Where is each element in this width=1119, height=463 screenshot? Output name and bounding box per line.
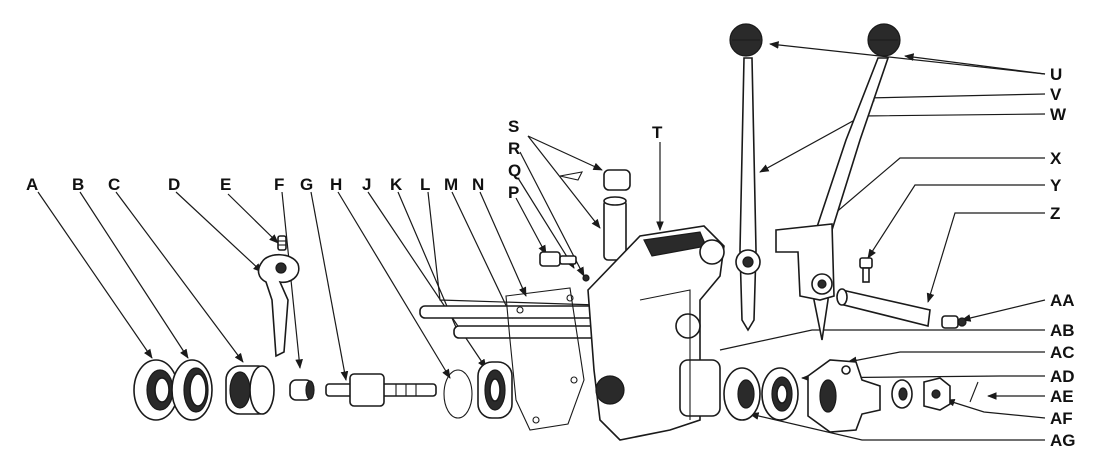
part-ag-bearing-retainer — [723, 367, 761, 421]
label-y: Y — [1050, 176, 1062, 195]
leader-AA — [961, 299, 1046, 322]
label-s: S — [508, 117, 520, 136]
leader-U1 — [769, 41, 1046, 75]
part-aa-lube-fitting — [941, 315, 967, 329]
label-v: V — [1050, 85, 1062, 104]
label-d: D — [168, 175, 181, 194]
leader-D — [175, 191, 263, 273]
label-f: F — [274, 175, 285, 194]
part-j-ball-bearing — [477, 361, 513, 419]
part-u-shift-knob-right — [867, 23, 901, 57]
label-m: M — [444, 175, 459, 194]
label-e: E — [220, 175, 232, 194]
part-c-sleeve-gear — [225, 365, 275, 415]
part-x-lever-bracket — [775, 223, 835, 301]
part-h-snap-ring — [443, 369, 473, 419]
label-p: P — [508, 183, 520, 202]
leader-AC — [847, 351, 1045, 365]
part-u-shift-knob-left — [729, 23, 763, 57]
part-v-shift-lever-right — [813, 57, 890, 341]
label-g: G — [300, 175, 314, 194]
leader-AF — [945, 398, 1046, 419]
label-af: AF — [1050, 409, 1073, 428]
leader-B — [79, 191, 189, 359]
leader-AD — [801, 374, 1045, 382]
part-ac-bearing — [761, 367, 799, 421]
label-b: B — [72, 175, 85, 194]
label-j: J — [362, 175, 372, 194]
label-x: X — [1050, 149, 1062, 168]
label-ag: AG — [1050, 431, 1076, 450]
leader-M — [451, 191, 513, 319]
leader-Q — [517, 177, 575, 269]
leader-AB — [719, 329, 1045, 351]
leader-J — [367, 191, 487, 369]
leader-E — [227, 193, 279, 244]
label-t: T — [652, 123, 663, 142]
label-u: U — [1050, 65, 1063, 84]
leader-W — [759, 113, 1046, 173]
leader-X — [819, 157, 1045, 227]
part-f-bushing — [289, 379, 315, 401]
leader-C — [115, 191, 244, 363]
leader-Y — [867, 184, 1045, 259]
label-ab: AB — [1050, 321, 1075, 340]
label-ac: AC — [1050, 343, 1075, 362]
part-n-gasket — [505, 287, 585, 431]
leader-H — [337, 191, 451, 379]
part-cotter-pin — [969, 381, 979, 403]
label-aa: AA — [1050, 291, 1075, 310]
part-d-shift-fork — [257, 253, 300, 358]
label-k: K — [390, 175, 403, 194]
leader-AG — [749, 412, 1045, 441]
leader-A — [37, 191, 153, 359]
label-c: C — [108, 175, 121, 194]
part-b-bearing-cup — [171, 359, 213, 421]
leader-V — [865, 93, 1046, 102]
part-ad-companion-flange — [807, 359, 881, 433]
part-z-pivot-pin — [836, 288, 931, 327]
leader-N — [479, 191, 527, 297]
label-a: A — [26, 175, 39, 194]
leader-S2 — [527, 135, 601, 229]
label-h: H — [330, 175, 343, 194]
label-l: L — [420, 175, 431, 194]
leader-S1 — [527, 135, 603, 171]
part-e-set-screw — [277, 235, 287, 251]
part-g-main-shaft — [325, 373, 437, 407]
label-r: R — [508, 139, 521, 158]
leader-U2 — [904, 53, 1046, 75]
part-w-shift-lever-left — [735, 57, 761, 332]
leader-P — [515, 197, 547, 255]
leader-Z — [926, 212, 1045, 303]
label-n: N — [472, 175, 485, 194]
label-w: W — [1050, 105, 1067, 124]
part-s-plunger — [559, 169, 631, 261]
label-ad: AD — [1050, 367, 1075, 386]
label-q: Q — [508, 161, 522, 180]
part-a-roller-bearing — [133, 359, 179, 421]
label-ae: AE — [1050, 387, 1074, 406]
label-z: Z — [1050, 204, 1061, 223]
part-p-q-r-fittings — [539, 251, 590, 282]
leader-lines — [37, 41, 1046, 441]
leader-G — [310, 191, 349, 381]
leader-L — [427, 191, 599, 309]
part-af-castle-nut — [923, 377, 951, 411]
part-t-housing — [587, 225, 725, 441]
part-ae-washer — [891, 379, 913, 409]
part-y-bolt — [859, 257, 873, 283]
